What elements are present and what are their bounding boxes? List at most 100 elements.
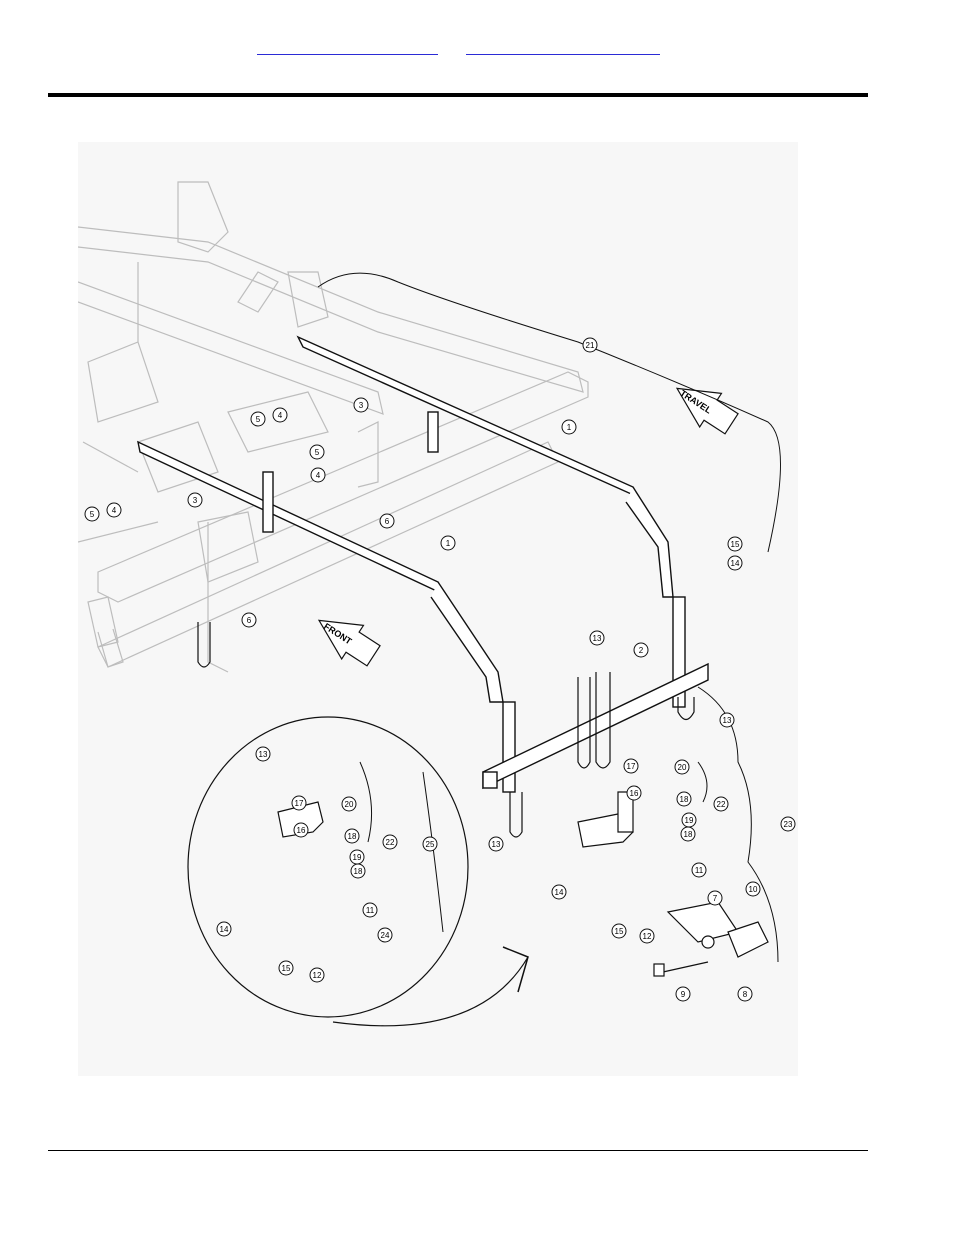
callout-c5a: 5 [251, 412, 265, 426]
callout-c4b: 4 [311, 468, 325, 482]
hitch-assembly [578, 792, 768, 976]
callout-c13b: 13 [720, 713, 734, 727]
callout-c5b: 5 [310, 445, 324, 459]
callout-number: 11 [366, 906, 375, 915]
callout-c22b: 22 [383, 835, 397, 849]
callout-number: 16 [630, 789, 639, 798]
callout-number: 4 [278, 411, 283, 420]
callout-c14b: 14 [552, 885, 566, 899]
callout-number: 6 [385, 517, 390, 526]
callout-number: 19 [353, 853, 362, 862]
callout-c3a: 3 [354, 398, 368, 412]
bottom-rule [48, 1150, 868, 1151]
callout-number: 14 [220, 925, 229, 934]
callout-number: 18 [348, 832, 357, 841]
callout-number: 18 [354, 867, 363, 876]
callout-number: 7 [713, 894, 718, 903]
callout-c18b: 18 [681, 827, 695, 841]
callout-c11a: 11 [692, 863, 706, 877]
callout-number: 5 [315, 448, 320, 457]
callout-c15a: 15 [728, 537, 742, 551]
callout-number: 15 [615, 927, 624, 936]
callout-number: 17 [627, 762, 636, 771]
callout-c20b: 20 [342, 797, 356, 811]
callout-number: 2 [639, 646, 644, 655]
callout-number: 6 [247, 616, 252, 625]
callout-number: 13 [259, 750, 268, 759]
callout-c11b: 11 [363, 903, 377, 917]
callout-number: 22 [717, 800, 726, 809]
callout-number: 9 [681, 990, 686, 999]
callout-c22a: 22 [714, 797, 728, 811]
callout-c3b: 3 [188, 493, 202, 507]
callout-c6a: 6 [380, 514, 394, 528]
callout-c17b: 17 [292, 796, 306, 810]
callout-c12a: 12 [640, 929, 654, 943]
callout-c21: 21 [583, 338, 597, 352]
front-arrow: FRONT [308, 604, 384, 673]
top-rule [48, 93, 868, 97]
callout-number: 4 [316, 471, 321, 480]
callout-number: 25 [426, 840, 435, 849]
callout-number: 13 [593, 634, 602, 643]
callout-c16a: 16 [627, 786, 641, 800]
background-frame [78, 182, 588, 672]
callout-c15b: 15 [612, 924, 626, 938]
callout-c18c: 18 [345, 829, 359, 843]
callout-number: 15 [282, 964, 291, 973]
callout-number: 1 [567, 423, 572, 432]
callout-number: 24 [381, 931, 390, 940]
callout-number: 11 [695, 866, 704, 875]
callout-number: 14 [555, 888, 564, 897]
callout-c18a: 18 [677, 792, 691, 806]
callout-number: 12 [313, 971, 322, 980]
callout-number: 5 [256, 415, 261, 424]
callout-number: 15 [731, 540, 740, 549]
callout-c6b: 6 [242, 613, 256, 627]
callout-c9: 9 [676, 987, 690, 1001]
callout-c13c: 13 [489, 837, 503, 851]
callout-c7: 7 [708, 891, 722, 905]
callout-number: 5 [90, 510, 95, 519]
callout-c4a: 4 [273, 408, 287, 422]
callout-number: 13 [723, 716, 732, 725]
callout-number: 19 [685, 816, 694, 825]
callout-number: 17 [295, 799, 304, 808]
callout-number: 10 [749, 885, 758, 894]
callout-number: 22 [386, 838, 395, 847]
callout-c14a: 14 [728, 556, 742, 570]
callout-number: 13 [492, 840, 501, 849]
callout-c20a: 20 [675, 760, 689, 774]
callout-number: 23 [784, 820, 793, 829]
callout-number: 21 [586, 341, 595, 350]
callout-c17a: 17 [624, 759, 638, 773]
callout-c25: 25 [423, 837, 437, 851]
callout-c2: 2 [634, 643, 648, 657]
callout-c23: 23 [781, 817, 795, 831]
callout-number: 1 [446, 539, 451, 548]
callout-c8: 8 [738, 987, 752, 1001]
callout-number: 12 [643, 932, 652, 941]
callout-c1b: 1 [441, 536, 455, 550]
callout-number: 20 [678, 763, 687, 772]
callout-c24: 24 [378, 928, 392, 942]
callout-c13d: 13 [256, 747, 270, 761]
callout-number: 18 [684, 830, 693, 839]
callout-c18d: 18 [351, 864, 365, 878]
callout-c4c: 4 [107, 503, 121, 517]
callout-c14c: 14 [217, 922, 231, 936]
callout-c15c: 15 [279, 961, 293, 975]
callout-number: 16 [297, 826, 306, 835]
callout-c10: 10 [746, 882, 760, 896]
callout-c5c: 5 [85, 507, 99, 521]
header-link-right[interactable] [466, 44, 660, 55]
callout-number: 20 [345, 800, 354, 809]
callout-number: 3 [193, 496, 198, 505]
callout-c12b: 12 [310, 968, 324, 982]
callout-c19b: 19 [350, 850, 364, 864]
header-link-left[interactable] [257, 44, 438, 55]
callout-c13a: 13 [590, 631, 604, 645]
callout-number: 3 [359, 401, 364, 410]
callout-number: 18 [680, 795, 689, 804]
